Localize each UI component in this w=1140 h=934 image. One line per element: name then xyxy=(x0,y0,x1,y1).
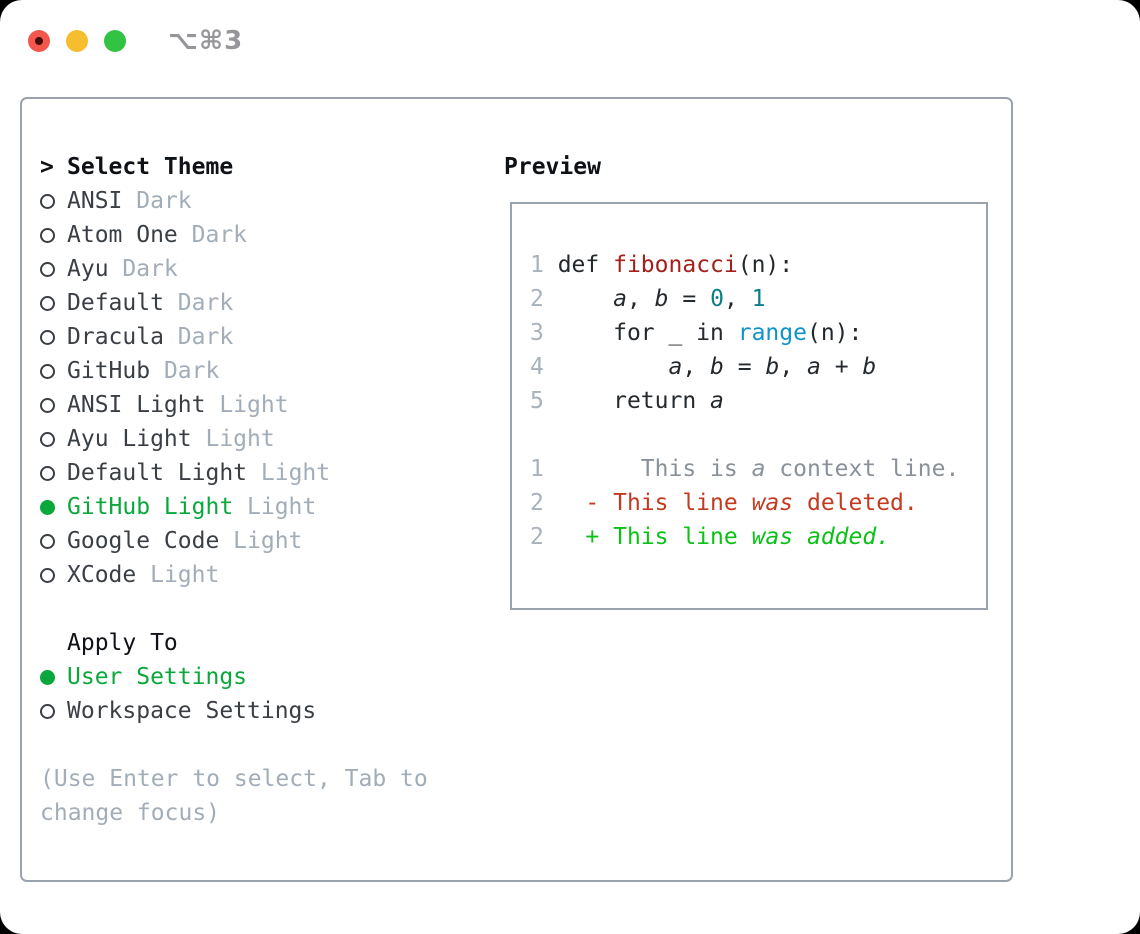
item-label: Atom One xyxy=(67,222,192,248)
preview-code: 1 def fibonacci(n): 2 a, b = 0, 1 3 for _ … xyxy=(530,248,986,554)
apply-option-user-settings[interactable]: User Settings xyxy=(40,660,470,694)
code-line: 4 a, b = b, a + b xyxy=(530,354,877,380)
item-label: ANSI xyxy=(67,188,137,214)
item-label: GitHub Light xyxy=(67,494,248,520)
hint-text: (Use Enter to select, Tab to change focu… xyxy=(40,766,428,826)
code-line: 3 for _ in range(n): xyxy=(530,320,863,346)
radio-selected-icon xyxy=(40,669,55,685)
item-variant-label: Light xyxy=(247,494,317,520)
radio-icon xyxy=(40,397,55,413)
radio-selected-icon xyxy=(40,499,55,515)
theme-item-default[interactable]: Default Dark xyxy=(40,286,470,320)
code-line: 2 - This line was deleted. xyxy=(530,490,918,516)
apply-option-workspace-settings[interactable]: Workspace Settings xyxy=(40,694,470,728)
item-variant-label: Dark xyxy=(122,256,178,282)
theme-item-ansi-light[interactable]: ANSI Light Light xyxy=(40,388,470,422)
radio-icon xyxy=(40,363,55,379)
item-label: Ayu Light xyxy=(67,426,206,452)
item-label: Default Light xyxy=(67,460,261,486)
radio-icon xyxy=(40,533,55,549)
code-line: 5 return a xyxy=(530,388,724,414)
close-button[interactable] xyxy=(28,30,50,52)
code-line xyxy=(530,418,986,452)
maximize-button[interactable] xyxy=(104,30,126,52)
theme-item-github-light[interactable]: GitHub Light Light xyxy=(40,490,470,524)
radio-icon xyxy=(40,193,55,209)
preview-box: 1 def fibonacci(n): 2 a, b = 0, 1 3 for _ … xyxy=(510,202,988,610)
item-variant-label: Light xyxy=(150,562,220,588)
radio-icon xyxy=(40,329,55,345)
item-variant-label: Light xyxy=(260,460,331,486)
theme-item-dracula[interactable]: Dracula Dark xyxy=(40,320,470,354)
select-theme-title: Select Theme xyxy=(67,154,234,180)
item-variant-label: Light xyxy=(233,528,303,554)
code-line: 2 a, b = 0, 1 xyxy=(530,286,766,312)
theme-item-google-code[interactable]: Google Code Light xyxy=(40,524,470,558)
minimize-button[interactable] xyxy=(66,30,88,52)
prompt-icon: > xyxy=(40,154,54,180)
radio-icon xyxy=(40,295,55,311)
code-line: 2 + This line was added. xyxy=(530,524,891,550)
theme-item-ayu-light[interactable]: Ayu Light Light xyxy=(40,422,470,456)
item-label: XCode xyxy=(67,562,151,588)
window-title: ⌥⌘3 xyxy=(168,26,244,56)
radio-icon xyxy=(40,431,55,447)
item-variant-label: Dark xyxy=(177,290,234,316)
item-variant-label: Light xyxy=(219,392,289,418)
radio-icon xyxy=(40,261,55,277)
item-label: GitHub xyxy=(67,358,164,384)
item-label: Workspace Settings xyxy=(67,698,317,724)
item-label: User Settings xyxy=(67,664,248,690)
item-label: Ayu xyxy=(67,256,123,282)
item-variant-label: Dark xyxy=(136,188,192,214)
radio-icon xyxy=(40,227,55,243)
theme-item-atom-one[interactable]: Atom One Dark xyxy=(40,218,470,252)
code-line: 1 This is a context line. xyxy=(530,456,960,482)
radio-icon xyxy=(40,567,55,583)
select-theme-header-row: > Select Theme xyxy=(40,150,470,184)
apply-to-title: Apply To xyxy=(67,630,178,656)
theme-item-ayu[interactable]: Ayu Dark xyxy=(40,252,470,286)
item-variant-label: Dark xyxy=(177,324,234,350)
theme-item-github[interactable]: GitHub Dark xyxy=(40,354,470,388)
theme-item-xcode[interactable]: XCode Light xyxy=(40,558,470,592)
theme-item-default-light[interactable]: Default Light Light xyxy=(40,456,470,490)
radio-icon xyxy=(40,703,55,719)
theme-item-ansi[interactable]: ANSI Dark xyxy=(40,184,470,218)
item-label: Google Code xyxy=(67,528,234,554)
titlebar: ⌥⌘3 xyxy=(28,26,243,56)
preview-title: Preview xyxy=(504,154,601,180)
radio-icon xyxy=(40,465,55,481)
item-label: ANSI Light xyxy=(67,392,220,418)
code-line: 1 def fibonacci(n): xyxy=(530,252,794,278)
item-variant-label: Light xyxy=(205,426,275,452)
apply-to-header-row: Apply To xyxy=(40,626,470,660)
item-variant-label: Dark xyxy=(191,222,248,248)
item-variant-label: Dark xyxy=(163,358,220,384)
item-label: Dracula xyxy=(67,324,178,350)
item-label: Default xyxy=(67,290,178,316)
